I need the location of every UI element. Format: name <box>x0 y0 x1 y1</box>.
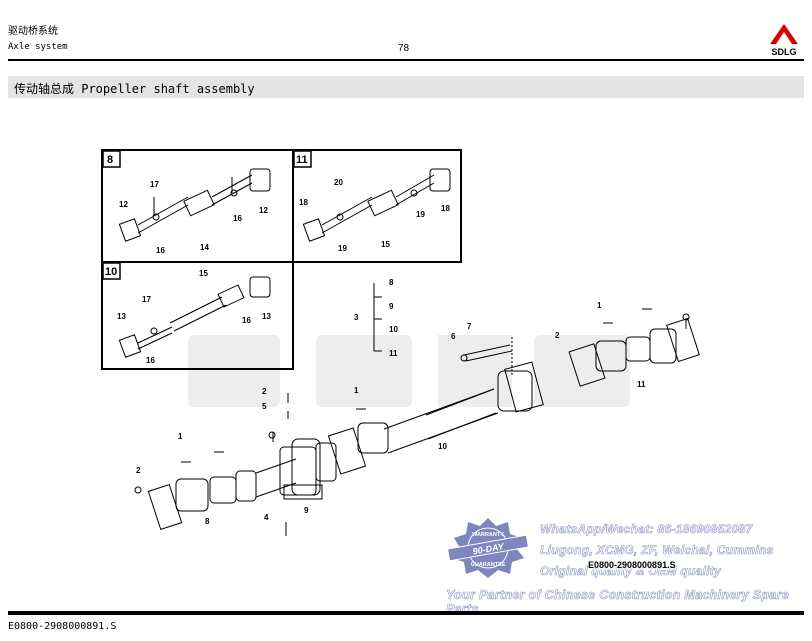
svg-text:19: 19 <box>338 244 347 253</box>
svg-text:15: 15 <box>199 269 208 278</box>
sdlg-logo: SDLG <box>770 24 798 57</box>
svg-text:11: 11 <box>389 349 398 358</box>
seal-top-text: WARRANTY <box>472 532 504 538</box>
page-title: 传动轴总成 Propeller shaft assembly <box>14 82 255 96</box>
svg-text:2: 2 <box>262 387 267 396</box>
inset-11-parts <box>302 168 451 242</box>
svg-text:1: 1 <box>597 301 602 310</box>
main-assembly <box>134 283 700 536</box>
inset-label-8: 8 <box>107 154 113 166</box>
svg-text:13: 13 <box>117 312 126 321</box>
svg-text:20: 20 <box>334 178 343 187</box>
svg-text:10: 10 <box>389 325 398 334</box>
background-watermark <box>188 335 630 407</box>
svg-text:8: 8 <box>389 278 394 287</box>
svg-text:4: 4 <box>264 513 269 522</box>
watermark-contact: WhatsApp/Wechat: 86-18690852087 <box>540 522 753 537</box>
inset-labels: 8 11 10 <box>102 150 312 280</box>
svg-text:12: 12 <box>119 200 128 209</box>
inset-10-callouts: 15 17 13 16 16 13 <box>117 269 271 365</box>
warranty-seal: WARRANTY 90-DAY GUARANTEE <box>446 518 530 578</box>
section-title-cn: 驱动桥系统 <box>8 26 58 37</box>
svg-text:7: 7 <box>467 322 472 331</box>
title-bar <box>8 76 804 98</box>
seal-bottom-text: GUARANTEE <box>471 562 506 568</box>
svg-text:12: 12 <box>259 206 268 215</box>
svg-text:16: 16 <box>242 316 251 325</box>
svg-text:8: 8 <box>205 517 210 526</box>
svg-text:11: 11 <box>637 380 646 389</box>
exploded-diagram: 8 11 10 17 12 16 14 16 12 20 18 19 15 19 <box>101 149 700 536</box>
svg-text:15: 15 <box>381 240 390 249</box>
inset-label-10: 10 <box>105 266 117 278</box>
inset-11-callouts: 20 18 19 15 19 18 <box>299 178 450 253</box>
svg-text:16: 16 <box>146 356 155 365</box>
header-rule <box>8 59 804 61</box>
inset-label-11: 11 <box>296 154 308 166</box>
svg-text:17: 17 <box>150 180 159 189</box>
watermark-quality: Original quality & OEM quality <box>540 564 722 579</box>
svg-text:9: 9 <box>389 302 394 311</box>
svg-text:19: 19 <box>416 210 425 219</box>
svg-text:18: 18 <box>299 198 308 207</box>
svg-text:3: 3 <box>354 313 359 322</box>
svg-text:14: 14 <box>200 243 209 252</box>
inset-10-parts <box>118 276 271 358</box>
inset-8-parts <box>118 168 271 242</box>
svg-text:9: 9 <box>304 506 309 515</box>
header-dot: . <box>7 53 12 62</box>
svg-text:6: 6 <box>451 332 456 341</box>
svg-text:5: 5 <box>262 402 267 411</box>
svg-text:10: 10 <box>438 442 447 451</box>
svg-text:18: 18 <box>441 204 450 213</box>
watermark-brands: Liugong, XCMG, ZF, Weichai, Cummins <box>540 543 774 558</box>
inset-8-callouts: 17 12 16 14 16 12 <box>119 180 268 255</box>
svg-text:1: 1 <box>178 432 183 441</box>
svg-text:2: 2 <box>136 466 141 475</box>
svg-text:2: 2 <box>555 331 560 340</box>
footer-code: E0800-2908000891.S <box>8 621 117 632</box>
svg-text:13: 13 <box>262 312 271 321</box>
main-callouts: 1 2 3 8 9 10 11 1 2 4 5 6 7 8 9 10 11 1 … <box>136 278 646 526</box>
page-number: 78 <box>398 43 410 54</box>
section-title-en: Axle system <box>8 42 68 52</box>
svg-text:16: 16 <box>156 246 165 255</box>
brand-name: SDLG <box>771 47 796 57</box>
footer-rule <box>8 611 804 615</box>
svg-text:17: 17 <box>142 295 151 304</box>
drawing-code: E0800-2908000891.S <box>588 560 676 570</box>
svg-text:16: 16 <box>233 214 242 223</box>
inset-frames <box>101 149 462 370</box>
svg-text:1: 1 <box>354 386 359 395</box>
